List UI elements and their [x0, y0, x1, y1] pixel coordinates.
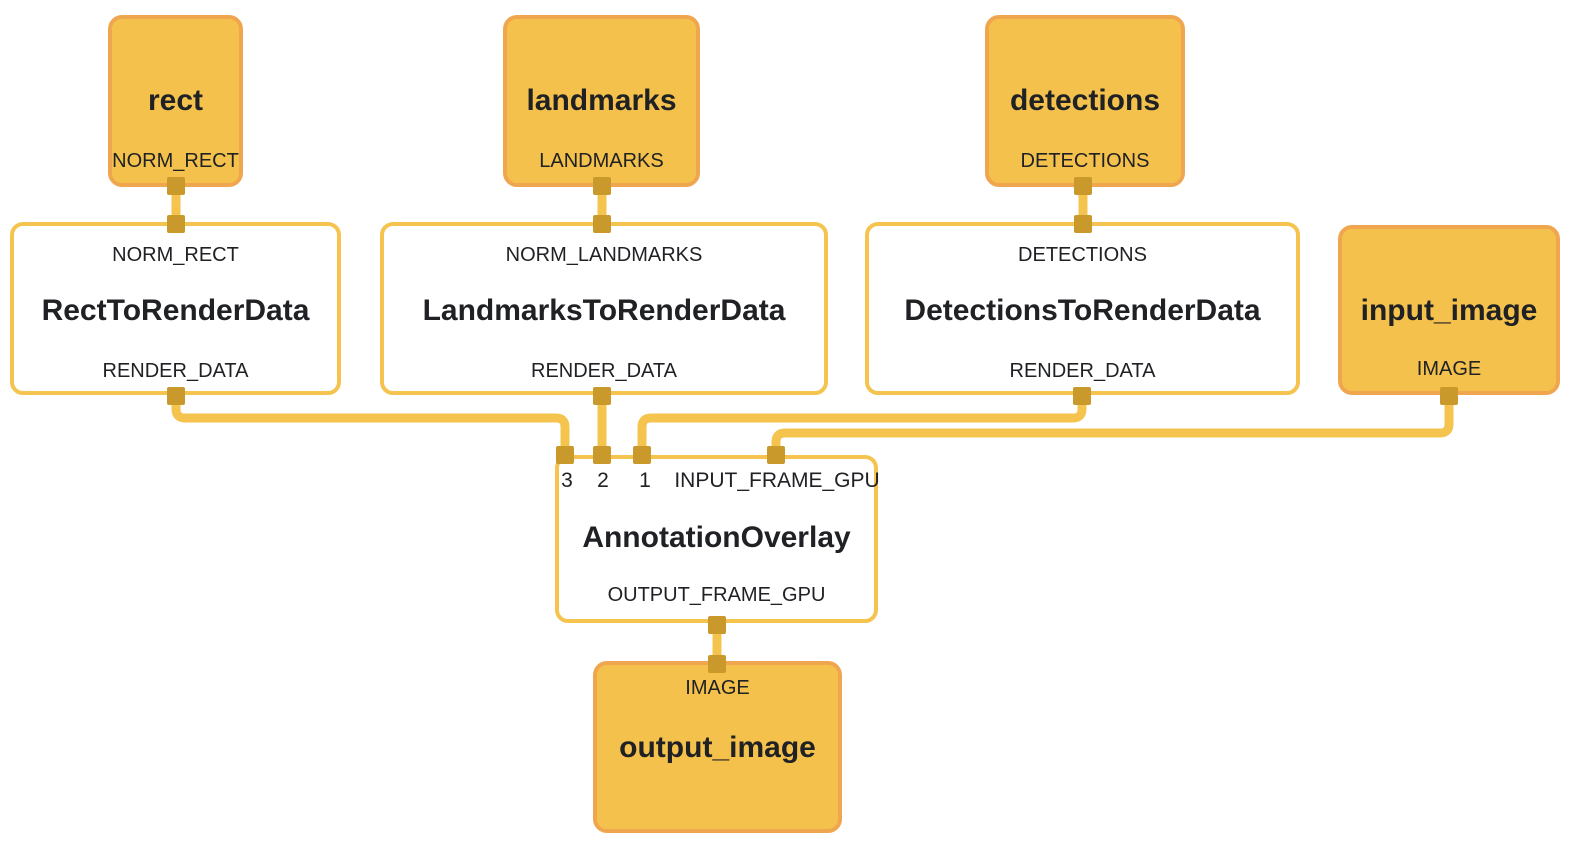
- node-landmarks[interactable]: landmarks LANDMARKS: [503, 15, 700, 187]
- input-port-label: DETECTIONS: [1018, 244, 1147, 266]
- edge-inputImage-to-annotationOverlay-inputFrameGpu: [771, 396, 1454, 450]
- node-title: rect: [147, 84, 204, 117]
- node-title: LandmarksToRenderData: [422, 294, 786, 327]
- node-input-image[interactable]: input_image IMAGE: [1338, 225, 1560, 395]
- output-port-label: RENDER_DATA: [102, 360, 249, 382]
- input-port-label: NORM_LANDMARKS: [505, 244, 703, 266]
- node-detections[interactable]: detections DETECTIONS: [985, 15, 1185, 187]
- edge-rectToRenderData-to-annotationOverlay-port3: [171, 396, 570, 450]
- output-port-label: DETECTIONS: [1020, 150, 1150, 172]
- node-rect[interactable]: rect NORM_RECT: [108, 15, 243, 187]
- input-port-label-2: 2: [597, 469, 609, 492]
- node-title: RectToRenderData: [41, 294, 310, 327]
- input-port-label: IMAGE: [685, 677, 750, 699]
- node-detections-to-render-data[interactable]: DETECTIONS DetectionsToRenderData RENDER…: [865, 222, 1300, 395]
- output-port-label: OUTPUT_FRAME_GPU: [607, 584, 826, 606]
- node-title: detections: [1009, 84, 1161, 117]
- edge-detectionsToRenderData-to-annotationOverlay-port1: [637, 396, 1087, 450]
- node-output-image[interactable]: IMAGE output_image: [593, 661, 842, 833]
- output-port-label: RENDER_DATA: [531, 360, 677, 382]
- input-port-label: NORM_RECT: [112, 244, 239, 266]
- node-landmarks-to-render-data[interactable]: NORM_LANDMARKS LandmarksToRenderData REN…: [380, 222, 828, 395]
- node-title: DetectionsToRenderData: [904, 294, 1261, 327]
- node-annotation-overlay[interactable]: 3 2 1 INPUT_FRAME_GPU AnnotationOverlay …: [555, 455, 880, 623]
- input-port-label-input-frame-gpu: INPUT_FRAME_GPU: [674, 469, 880, 492]
- output-port-label: RENDER_DATA: [1009, 360, 1156, 382]
- input-port-label-1: 1: [639, 469, 651, 492]
- output-port-label: NORM_RECT: [112, 150, 239, 172]
- node-title: landmarks: [526, 84, 677, 117]
- node-title: output_image: [619, 731, 816, 764]
- node-title: input_image: [1360, 294, 1538, 327]
- node-rect-to-render-data[interactable]: NORM_RECT RectToRenderData RENDER_DATA: [10, 222, 341, 395]
- output-port-label: IMAGE: [1416, 358, 1482, 380]
- output-port-label: LANDMARKS: [539, 150, 664, 172]
- node-title: AnnotationOverlay: [582, 521, 851, 554]
- input-port-label-3: 3: [561, 469, 573, 492]
